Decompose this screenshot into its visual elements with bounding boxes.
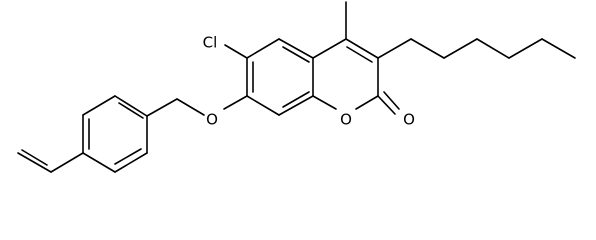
- bond: [377, 38, 412, 59]
- chloro-bond: [224, 44, 248, 59]
- bond: [246, 38, 280, 59]
- bond: [118, 102, 144, 119]
- bond: [278, 95, 314, 116]
- bond: [346, 46, 373, 63]
- benzene-ring-core: [246, 38, 314, 116]
- vinyl-bond: [21, 149, 48, 166]
- bond: [541, 38, 576, 59]
- bond: [508, 38, 543, 59]
- bond: [114, 152, 148, 173]
- ring-oxygen-label: O: [340, 111, 352, 129]
- structure-canvas: Cl O O O: [17, 1, 576, 173]
- carbonyl-oxygen-label: O: [403, 111, 415, 129]
- bond: [312, 95, 337, 110]
- bond: [282, 91, 310, 108]
- molecule-drawing: Cl O O O: [17, 1, 576, 173]
- bond: [278, 38, 314, 59]
- vinyl-bond: [50, 152, 84, 173]
- atom-chlorine: Cl: [203, 34, 218, 52]
- vinylbenzene-ring: [82, 95, 148, 173]
- bond: [82, 152, 116, 173]
- bond: [82, 95, 116, 116]
- bond: [114, 95, 148, 117]
- ether-bond: [223, 95, 248, 110]
- bond: [355, 95, 379, 110]
- carbonyl-bond: [377, 95, 396, 115]
- bond: [246, 95, 280, 116]
- vinyl-bond: [17, 152, 52, 173]
- bond: [443, 38, 478, 59]
- atom-carbonyl-oxygen: O: [403, 111, 415, 129]
- atom-ether-oxygen: O: [206, 111, 218, 129]
- atom-ring-oxygen: O: [340, 111, 352, 129]
- bond: [312, 38, 347, 59]
- ether-bond: [176, 98, 205, 116]
- pyranone-ring: [312, 38, 379, 110]
- benzyl-bond: [146, 98, 178, 117]
- hexyl-chain: [377, 38, 576, 59]
- chlorine-label: Cl: [203, 34, 218, 52]
- carbonyl-bond: [383, 91, 400, 110]
- bond: [114, 148, 142, 165]
- bond: [282, 46, 310, 63]
- bond: [345, 38, 379, 59]
- bond: [410, 38, 445, 59]
- ether-oxygen-label: O: [206, 111, 218, 129]
- bond: [476, 38, 510, 59]
